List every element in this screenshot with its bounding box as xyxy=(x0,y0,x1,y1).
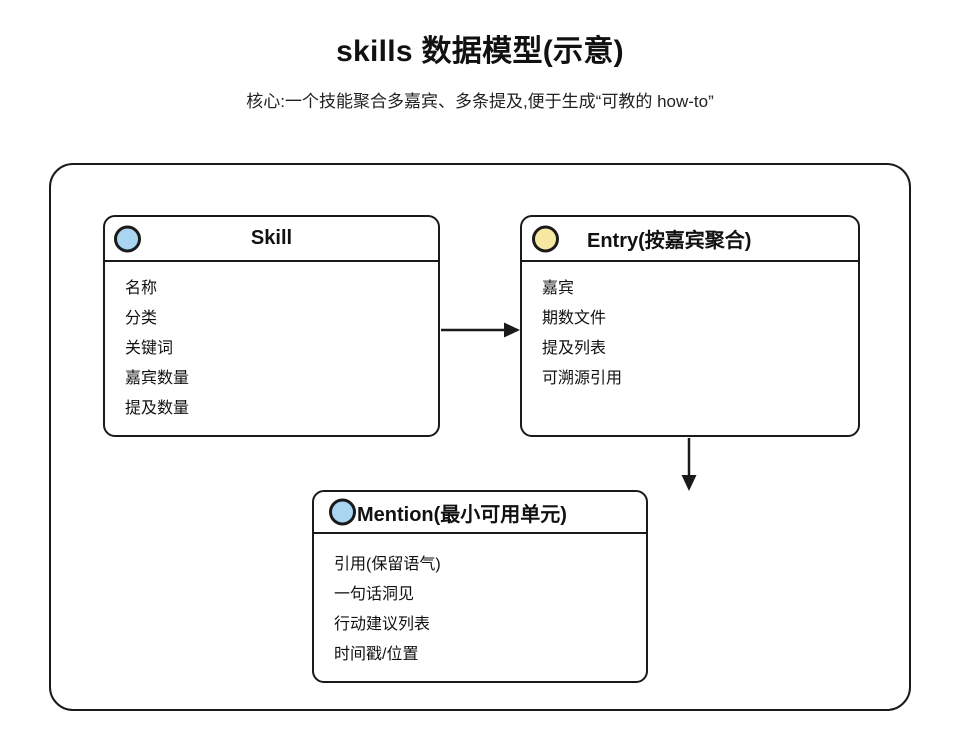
mention-field: 行动建议列表 xyxy=(334,616,431,633)
mention-circle-icon xyxy=(329,498,356,526)
entity-skill-title: Skill xyxy=(250,227,293,249)
entity-mention[interactable]: Mention(最小可用单元) 引用(保留语气) 一句话洞见 行动建议列表 时间… xyxy=(312,490,648,683)
mention-field: 一句话洞见 xyxy=(334,586,415,603)
entity-skill[interactable]: Skill 名称 分类 关键词 嘉宾数量 提及数量 xyxy=(103,215,440,437)
diagram-subtitle: 核心:一个技能聚合多嘉宾、多条提及,便于生成“可教的 how-to” xyxy=(246,92,714,111)
entity-mention-body: 引用(保留语气) 一句话洞见 行动建议列表 时间戳/位置 xyxy=(314,534,646,670)
diagram-title: skills 数据模型(示意) xyxy=(336,35,624,68)
entry-circle-icon xyxy=(532,225,559,252)
mention-field: 引用(保留语气) xyxy=(334,556,441,573)
skill-field: 提及数量 xyxy=(125,400,190,417)
entity-skill-header: Skill xyxy=(105,217,438,262)
skill-field: 关键词 xyxy=(125,340,174,357)
entity-mention-header: Mention(最小可用单元) xyxy=(314,492,646,534)
entity-entry-body: 嘉宾 期数文件 提及列表 可溯源引用 xyxy=(522,262,858,394)
entry-field: 期数文件 xyxy=(542,310,607,327)
entity-entry[interactable]: Entry(按嘉宾聚合) 嘉宾 期数文件 提及列表 可溯源引用 xyxy=(520,215,860,437)
mention-field: 时间戳/位置 xyxy=(334,646,419,663)
skill-field: 分类 xyxy=(125,310,158,327)
entity-entry-title: Entry(按嘉宾聚合) xyxy=(587,230,752,252)
entity-skill-body: 名称 分类 关键词 嘉宾数量 提及数量 xyxy=(105,262,438,424)
entry-field: 提及列表 xyxy=(542,340,607,357)
skill-field: 名称 xyxy=(125,280,158,297)
skill-circle-icon xyxy=(114,225,141,252)
entry-field: 可溯源引用 xyxy=(542,370,623,387)
entry-field: 嘉宾 xyxy=(542,280,575,297)
skill-field: 嘉宾数量 xyxy=(125,370,190,387)
entity-mention-title: Mention(最小可用单元) xyxy=(357,503,567,526)
entity-entry-header: Entry(按嘉宾聚合) xyxy=(522,217,858,262)
